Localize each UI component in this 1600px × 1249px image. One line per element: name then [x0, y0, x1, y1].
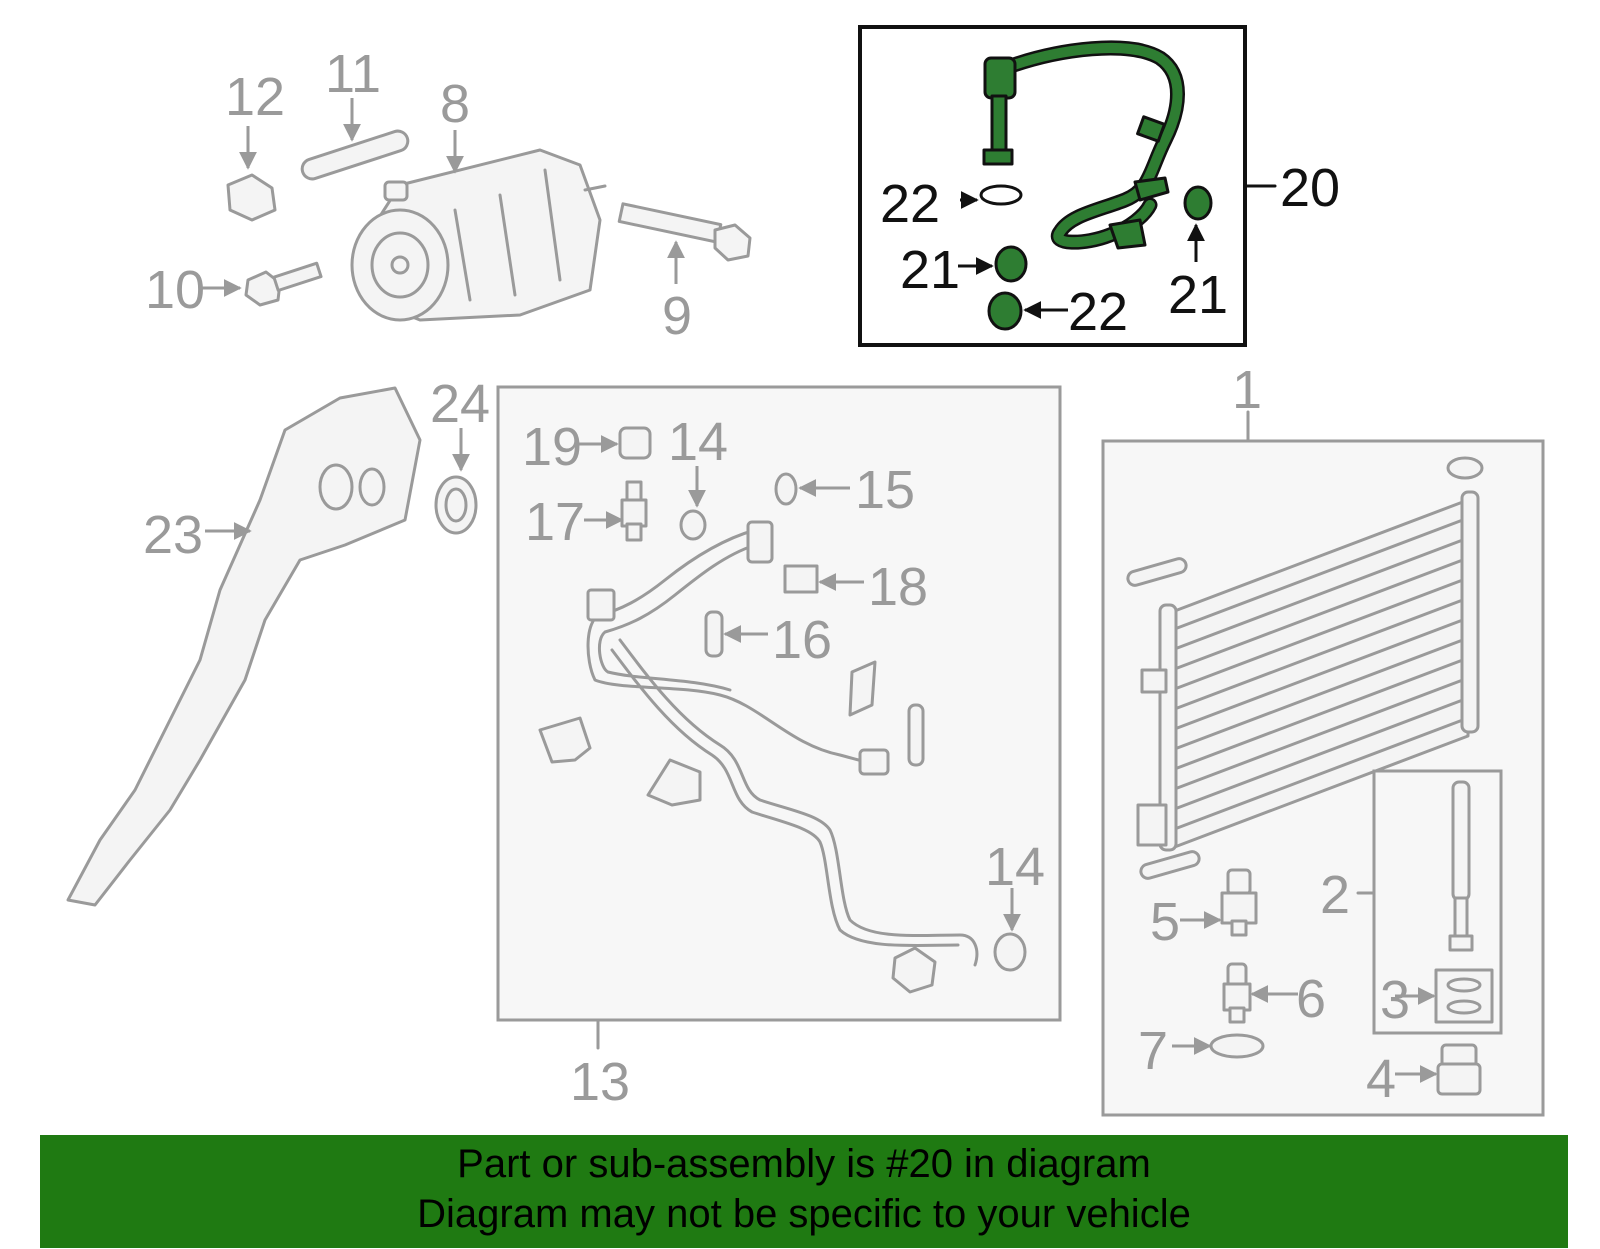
- callout-20[interactable]: 20: [1280, 158, 1340, 218]
- callout-16[interactable]: 16: [772, 610, 832, 670]
- callout-6[interactable]: 6: [1296, 969, 1326, 1029]
- pin-lower[interactable]: [1139, 850, 1201, 880]
- condenser-1[interactable]: [1136, 456, 1484, 852]
- callout-7[interactable]: 7: [1138, 1021, 1168, 1081]
- compressor-8[interactable]: [350, 148, 607, 322]
- callout-19[interactable]: 19: [522, 417, 582, 477]
- o-ring-14-lower[interactable]: [993, 932, 1027, 972]
- seal-22-lower[interactable]: [987, 291, 1023, 331]
- bolt-9[interactable]: [617, 202, 752, 262]
- hose-assembly-20[interactable]: [982, 40, 1185, 250]
- seal-21-right[interactable]: [1183, 185, 1213, 221]
- callout-22-lower[interactable]: 22: [1068, 282, 1128, 342]
- banner-line-1: Part or sub-assembly is #20 in diagram: [457, 1142, 1151, 1186]
- box-1-group: 1 2 3 4 5 6 7: [1101, 360, 1545, 1117]
- callout-21-left[interactable]: 21: [900, 240, 960, 300]
- callout-12[interactable]: 12: [225, 67, 285, 127]
- callout-9[interactable]: 9: [662, 286, 692, 346]
- desiccant-2[interactable]: [1448, 780, 1474, 952]
- o-ring-7[interactable]: [1209, 1033, 1265, 1059]
- stud-11[interactable]: [300, 128, 411, 181]
- callout-21-right[interactable]: 21: [1168, 265, 1228, 325]
- seal-21-left[interactable]: [994, 245, 1028, 283]
- info-banner: Part or sub-assembly is #20 in diagram D…: [40, 1135, 1568, 1248]
- callout-10[interactable]: 10: [145, 260, 205, 320]
- ac-line-assembly-13[interactable]: [586, 520, 979, 994]
- callout-1[interactable]: 1: [1232, 360, 1262, 420]
- seal-kit-3[interactable]: [1434, 968, 1494, 1024]
- bracket-b[interactable]: [646, 758, 702, 807]
- bracket-a[interactable]: [538, 716, 592, 764]
- cap-19[interactable]: [618, 426, 652, 460]
- compressor-group: 12 11 8 10 9: [145, 44, 752, 346]
- callout-13[interactable]: 13: [570, 1052, 630, 1112]
- callout-5[interactable]: 5: [1150, 892, 1180, 952]
- valve-17[interactable]: [620, 480, 648, 542]
- box-13-group: 19 14 15 17 18 16 14 13: [496, 385, 1062, 1112]
- o-ring-14-upper[interactable]: [679, 509, 707, 541]
- callout-8[interactable]: 8: [440, 74, 470, 134]
- sleeve-small[interactable]: [907, 703, 925, 767]
- shield-group: 23 24: [66, 374, 490, 907]
- callout-14-lower[interactable]: 14: [985, 837, 1045, 897]
- heat-shield-23[interactable]: [66, 386, 422, 907]
- callout-2[interactable]: 2: [1320, 865, 1350, 925]
- cap-4[interactable]: [1436, 1043, 1482, 1096]
- banner-line-2: Diagram may not be specific to your vehi…: [417, 1192, 1191, 1236]
- sensor-5[interactable]: [1220, 868, 1258, 937]
- callout-22-upper[interactable]: 22: [880, 174, 940, 234]
- callout-4[interactable]: 4: [1366, 1049, 1396, 1109]
- bracket-c[interactable]: [848, 660, 877, 717]
- callout-3[interactable]: 3: [1380, 970, 1410, 1030]
- callout-24[interactable]: 24: [430, 374, 490, 434]
- sleeve-16[interactable]: [704, 610, 724, 658]
- clip-18[interactable]: [783, 564, 819, 594]
- nut-12[interactable]: [226, 173, 277, 222]
- highlight-box-20: 22 21 22 21 20: [858, 25, 1340, 347]
- callout-18[interactable]: 18: [868, 557, 928, 617]
- callout-23[interactable]: 23: [143, 505, 203, 565]
- callout-11[interactable]: 11: [325, 44, 381, 104]
- o-ring-22-upper[interactable]: [979, 184, 1023, 206]
- callout-15[interactable]: 15: [855, 460, 915, 520]
- o-ring-15[interactable]: [774, 472, 798, 506]
- bolt-10[interactable]: [244, 261, 323, 307]
- callout-17[interactable]: 17: [525, 492, 585, 552]
- callout-14-upper[interactable]: 14: [668, 412, 728, 472]
- valve-6[interactable]: [1222, 962, 1252, 1024]
- pin-upper[interactable]: [1126, 557, 1188, 587]
